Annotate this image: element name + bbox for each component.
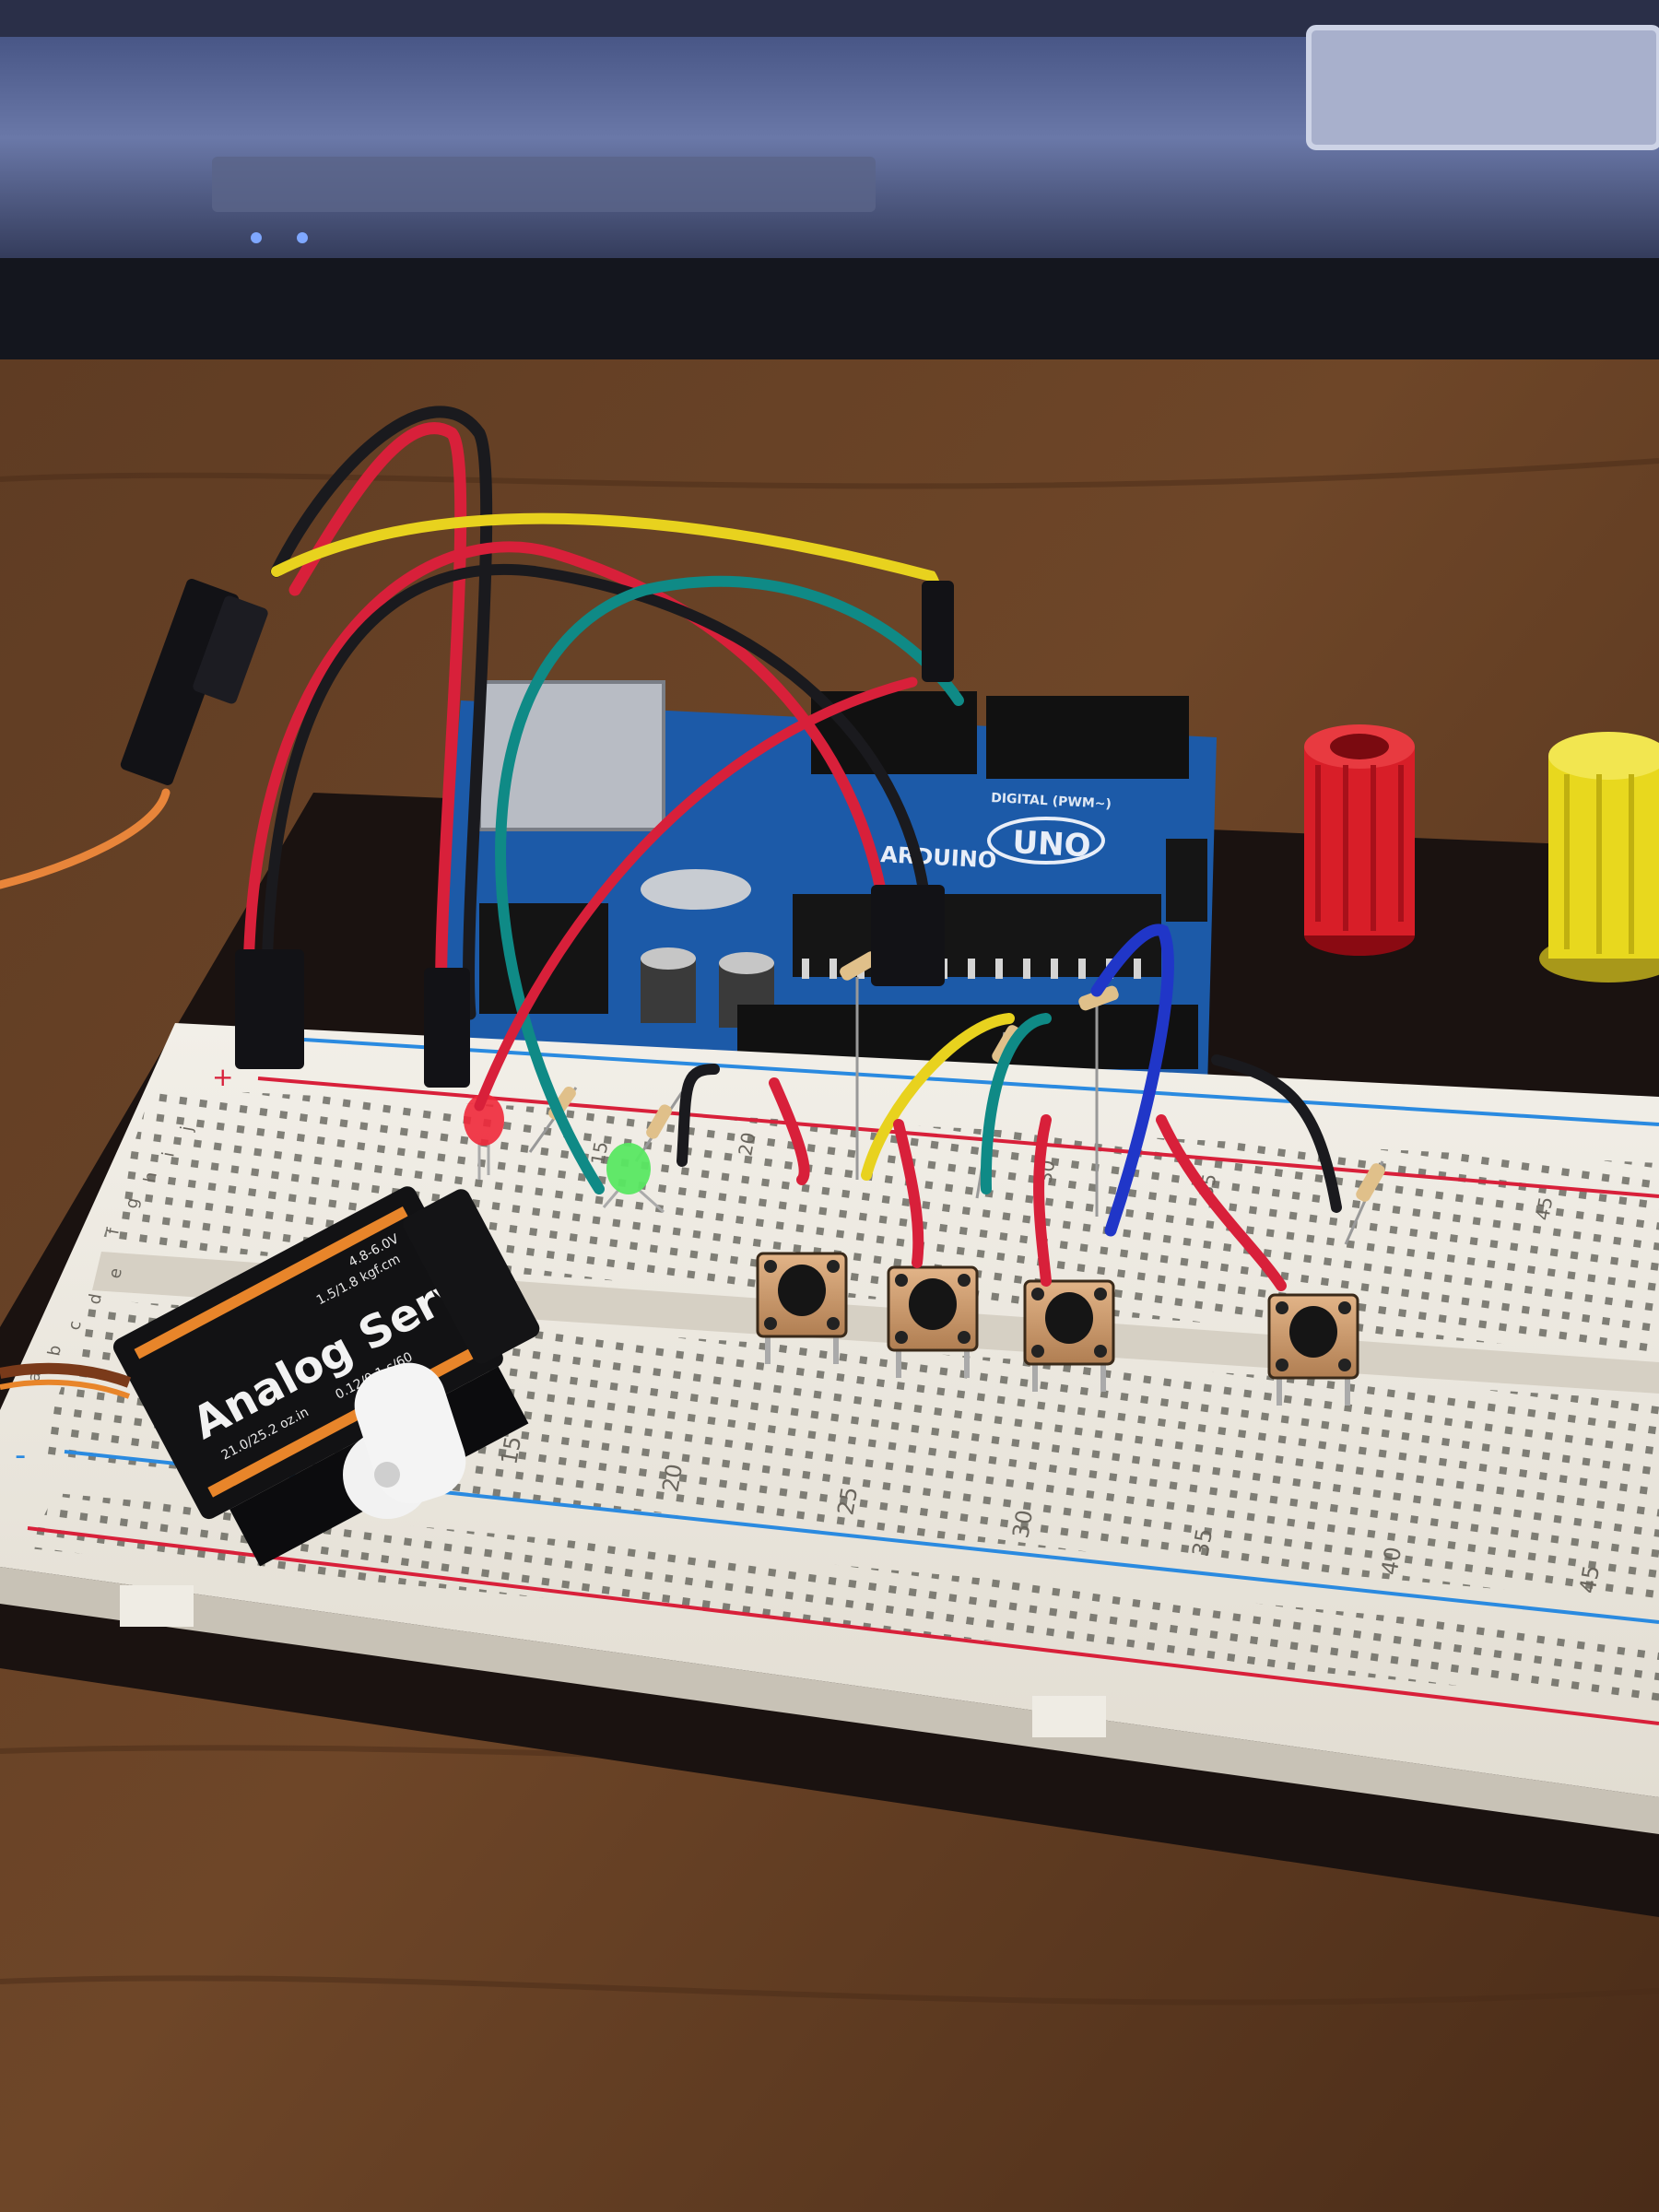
rail-minus-label: - <box>15 1437 26 1474</box>
column-number: 20 <box>657 1462 688 1494</box>
servo-horn <box>343 1362 466 1519</box>
column-number: 25 <box>832 1485 863 1517</box>
uno-badge-icon <box>987 817 1105 865</box>
row-letter: h <box>140 1171 161 1184</box>
push-buttons <box>756 1252 1359 1406</box>
binding-post-red <box>1304 724 1415 956</box>
column-number: 35 <box>1187 1526 1218 1559</box>
dupont-connector <box>424 968 470 1088</box>
wire-yellow <box>861 1013 1015 1181</box>
dc-jack <box>479 903 608 1014</box>
column-number: 15 <box>496 1434 526 1466</box>
tactile-button <box>756 1252 848 1364</box>
tactile-button <box>1023 1279 1115 1392</box>
header-digital <box>986 696 1189 779</box>
tactile-button <box>887 1265 979 1378</box>
binding-post-yellow <box>1539 732 1659 982</box>
resistor <box>1344 1160 1385 1245</box>
rail-plus-label: + <box>212 1062 233 1092</box>
wire-red <box>474 677 918 1112</box>
arduino-board: ARDUINO UNO DIGITAL (PWM~) <box>433 680 1217 1088</box>
digital-header-label: DIGITAL (PWM~) <box>991 791 1112 812</box>
row-letter: b <box>44 1344 65 1358</box>
power-rail-holes <box>28 1493 1659 1705</box>
wire-teal <box>495 575 964 1194</box>
row-letter: e <box>105 1266 126 1280</box>
laptop <box>0 0 1659 359</box>
wire-red <box>769 1077 810 1185</box>
laptop-trackpad <box>1306 25 1659 150</box>
column-number: 45 <box>1574 1563 1605 1595</box>
wire-teal <box>980 1013 1052 1194</box>
row-letter: c <box>65 1319 85 1331</box>
led-green <box>602 1143 665 1214</box>
arduino-logo-text: ARDUINO <box>880 841 997 874</box>
mount-tab <box>1032 1696 1106 1737</box>
tactile-button <box>1267 1293 1359 1406</box>
arduino-model-label: UNO <box>1012 824 1092 865</box>
wire-red <box>243 541 890 964</box>
row-letter: i <box>159 1150 179 1159</box>
column-number: 30 <box>1007 1508 1038 1540</box>
wire-red <box>1156 1114 1287 1291</box>
row-letter: f <box>103 1226 124 1236</box>
row-letter: j <box>177 1124 197 1134</box>
wire-black <box>262 563 932 964</box>
crystal <box>641 869 751 910</box>
wire-red <box>893 1119 924 1268</box>
row-letter: g <box>122 1196 143 1210</box>
servo-cable <box>0 1379 131 1399</box>
wire-black <box>270 406 493 1020</box>
upper-row-letters: f gh i j <box>103 1124 197 1236</box>
power-led-icon <box>251 232 262 243</box>
wire-black <box>1211 1054 1342 1213</box>
lower-column-numbers: 15 20 25 30 35 40 45 <box>496 1434 1605 1595</box>
column-number: 20 <box>734 1131 759 1158</box>
wire-blue <box>1090 924 1174 1237</box>
wire-red <box>1033 1114 1052 1287</box>
resistor <box>840 951 878 1180</box>
mount-tab <box>120 1585 194 1627</box>
row-letter: d <box>85 1292 106 1306</box>
led-red <box>464 1094 504 1180</box>
servo-cable <box>0 1362 132 1388</box>
dupont-connector <box>922 581 954 682</box>
servo-cable-orange <box>0 788 171 889</box>
resistor <box>1078 985 1119 1217</box>
capacitor <box>641 947 696 1023</box>
dupont-connector <box>120 579 268 785</box>
dupont-connector <box>871 885 945 986</box>
column-number: 40 <box>1376 1545 1406 1577</box>
wire-black <box>677 1064 720 1167</box>
hole-field-upper <box>101 1088 1659 1355</box>
wire-red <box>288 422 467 1020</box>
power-led-icon <box>297 232 308 243</box>
rail-line-red <box>27 1526 1659 1725</box>
dupont-connector <box>235 949 304 1069</box>
column-number: 45 <box>1531 1195 1557 1222</box>
